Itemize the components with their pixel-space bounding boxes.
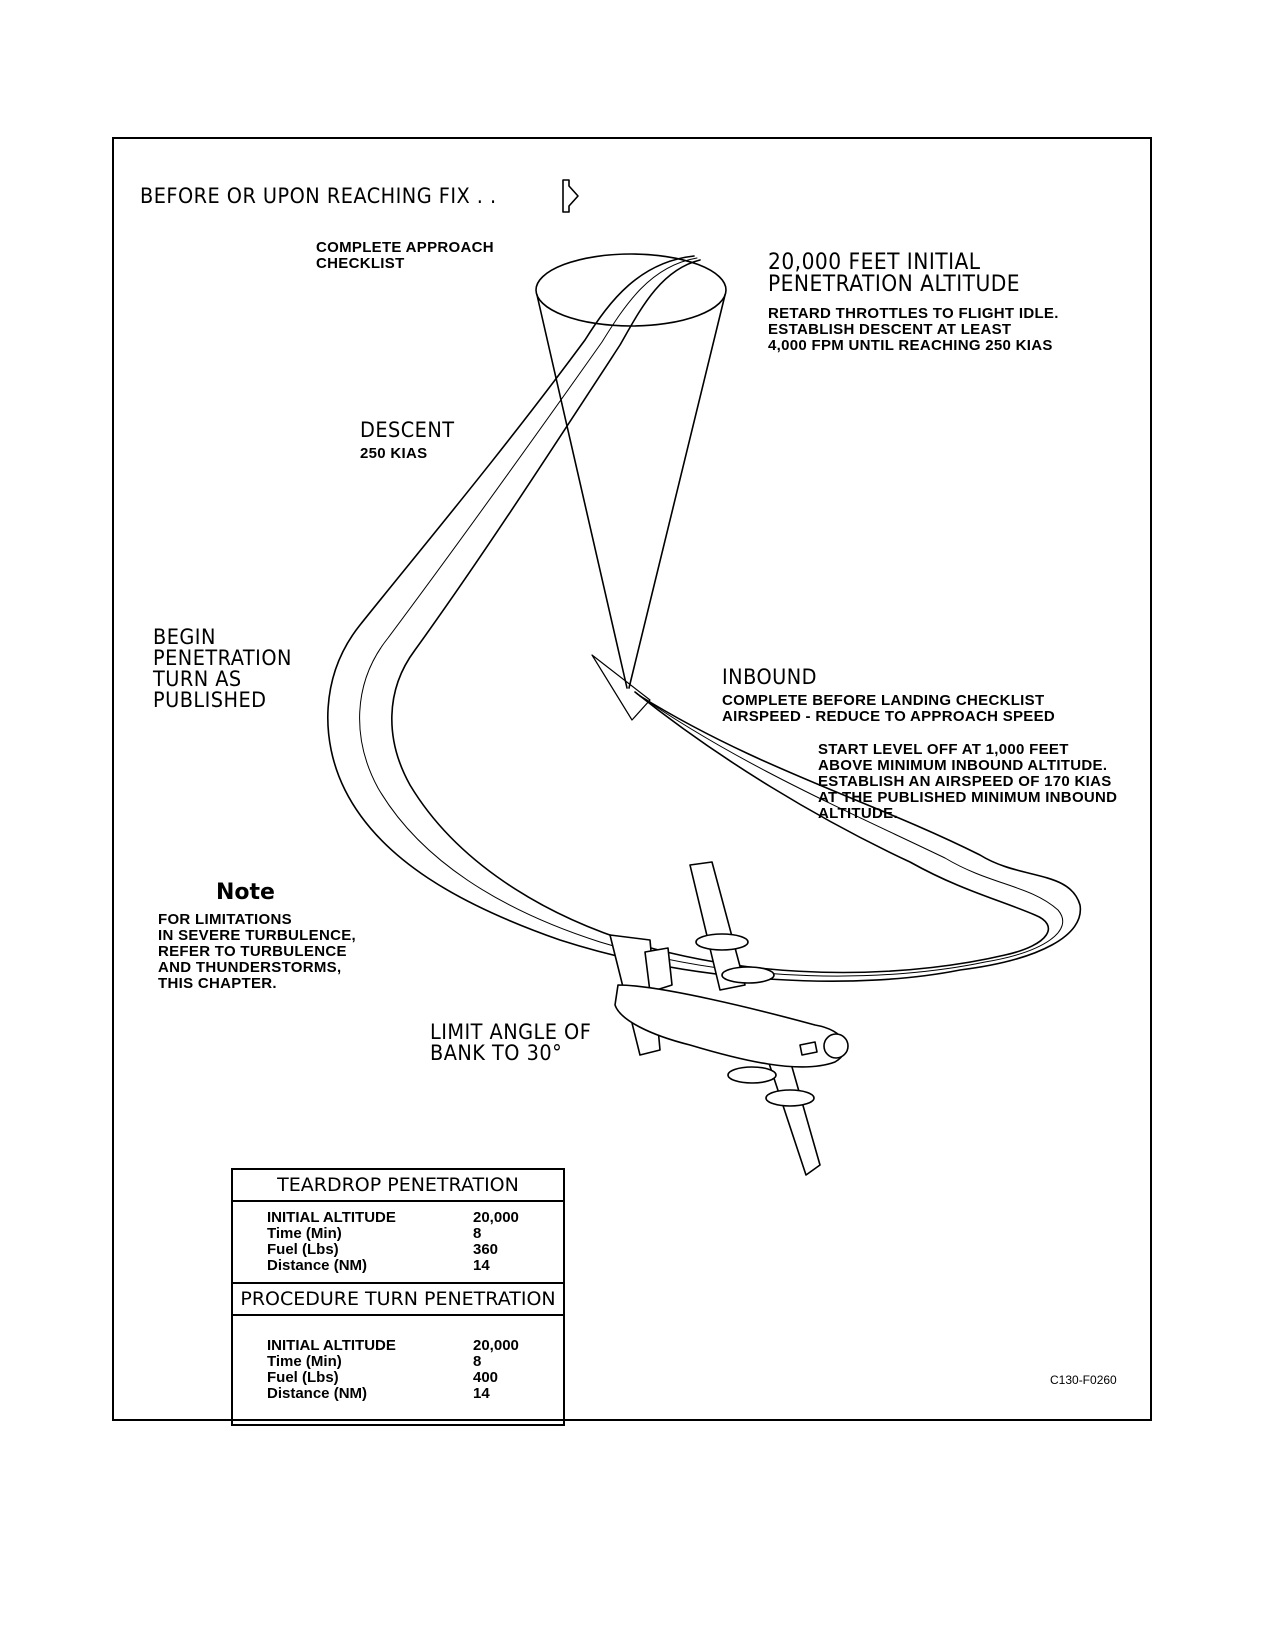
table-row: Distance (NM)14 [267, 1257, 490, 1274]
table-row: Distance (NM)14 [267, 1385, 490, 1402]
retard-throttles-label: RETARD THROTTLES TO FLIGHT IDLE. ESTABLI… [768, 305, 1059, 354]
complete-approach-checklist-label: COMPLETE APPROACH CHECKLIST [316, 239, 494, 272]
begin-penetration-turn-label: BEGIN PENETRATION TURN AS PUBLISHED [153, 625, 292, 712]
fix-marker [591, 654, 651, 721]
altitude-cone-top [535, 253, 727, 327]
bank-limit-label: LIMIT ANGLE OF BANK TO 30° [430, 1020, 592, 1065]
table-row: Time (Min)8 [267, 1353, 482, 1370]
flight-path-centerline [359, 257, 1064, 977]
altitude-cone-right-side [628, 294, 726, 689]
note-text: FOR LIMITATIONS IN SEVERE TURBULENCE, RE… [158, 911, 356, 992]
inbound-label: INBOUND [722, 665, 817, 689]
figure-frame [112, 137, 1152, 1421]
inbound-checklist-label: COMPLETE BEFORE LANDING CHECKLIST AIRSPE… [722, 692, 1056, 725]
fix-arrow-icon [562, 179, 579, 213]
table-row: Fuel (Lbs)360 [267, 1241, 499, 1258]
c130-aircraft-icon [609, 861, 849, 1176]
flight-path-inner-edge [391, 259, 1049, 974]
altitude-cone-left-side [536, 294, 628, 689]
descent-speed-label: 250 KIAS [360, 445, 428, 462]
figure-code: C130-F0260 [1050, 1373, 1117, 1387]
initial-penetration-altitude-label: 20,000 FEET INITIAL PENETRATION ALTITUDE [768, 250, 1021, 297]
before-fix-label: BEFORE OR UPON REACHING FIX . . [140, 184, 497, 208]
table-row: Time (Min)8 [267, 1225, 482, 1242]
teardrop-table-title: TEARDROP PENETRATION [231, 1168, 565, 1202]
flight-path-outer-edge [327, 255, 1082, 982]
table-row: Fuel (Lbs)400 [267, 1369, 499, 1386]
descent-label: DESCENT [360, 418, 455, 442]
procedure-turn-table-title: PROCEDURE TURN PENETRATION [231, 1282, 565, 1316]
level-off-label: START LEVEL OFF AT 1,000 FEET ABOVE MINI… [818, 741, 1118, 822]
note-title: Note [216, 880, 275, 905]
